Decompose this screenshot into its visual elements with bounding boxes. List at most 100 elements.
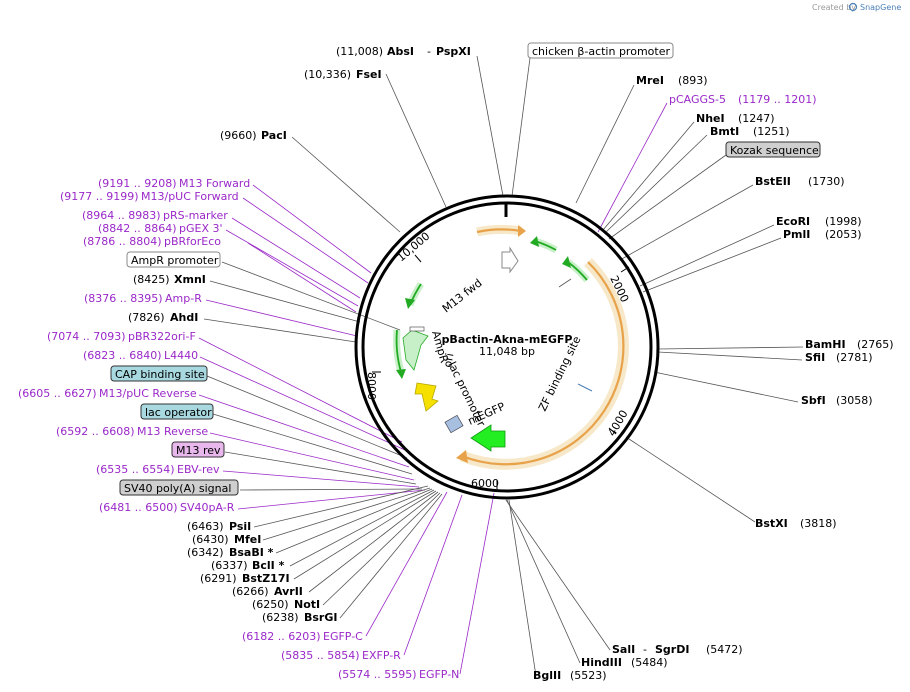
primer-l4440[interactable]: L4440 — [164, 349, 198, 362]
site-position: (6238) — [262, 611, 299, 624]
site-bsteii[interactable]: BstEII — [755, 175, 791, 188]
scale-ticks — [372, 254, 630, 489]
watermark-brand: SnapGene — [860, 3, 901, 12]
feature-box-lac-operator[interactable] — [140, 403, 214, 420]
site-mfei[interactable]: MfeI — [234, 533, 261, 546]
primer-m13-puc-forward[interactable]: M13/pUC Forward — [141, 190, 239, 203]
site-position: (1247) — [738, 112, 775, 125]
site-sali[interactable]: SalI — [612, 643, 635, 656]
feature-sv40-polya-label: SV40 poly(A) signal — [124, 482, 231, 495]
feature-box-cap-binding-site[interactable] — [110, 365, 208, 382]
primer-position: (8964 .. 8983) — [82, 209, 161, 222]
site-avrii[interactable]: AvrII — [274, 585, 303, 598]
site-position: (6430) — [192, 533, 229, 546]
site-nhei[interactable]: NheI — [696, 112, 725, 125]
feature-box-ampr-promoter[interactable] — [126, 251, 221, 268]
feature-box-kozak[interactable] — [725, 141, 821, 158]
primer-position: (6535 .. 6554) — [96, 463, 175, 476]
site-bstxi[interactable]: BstXI — [755, 517, 788, 530]
leader-lines-right — [505, 57, 804, 677]
primer-position: (7074 .. 7093) — [47, 330, 126, 343]
primer-m13-forward[interactable]: M13 Forward — [179, 177, 250, 190]
primer-m13-reverse[interactable]: M13 Reverse — [137, 425, 208, 438]
site-xmni[interactable]: XmnI — [174, 273, 206, 286]
primer-ebv-rev[interactable]: EBV-rev — [177, 463, 220, 476]
primer-exfp-r[interactable]: EXFP-R — [362, 649, 401, 662]
site-position: (6291) — [200, 572, 237, 585]
left-labels: (11,008) AbsI PspXI - (10,336) FseI (966… — [18, 45, 471, 681]
site-position: (6250) — [252, 598, 289, 611]
site-sbfi[interactable]: SbfI — [801, 394, 826, 407]
site-position: (1998) — [825, 215, 862, 228]
feature-chicken-actin-promoter-label: chicken β-actin promoter — [532, 45, 670, 58]
site-bamhi[interactable]: BamHI — [805, 338, 846, 351]
feature-lac-operator-label: lac operator — [145, 406, 212, 419]
lac-operator-block — [444, 414, 464, 434]
chicken-actin-promoter-stroke — [461, 261, 625, 466]
site-position: (10,336) — [304, 68, 351, 81]
site-position: (1730) — [808, 175, 845, 188]
site-position: (893) — [678, 74, 708, 87]
site-bcli[interactable]: BclI * — [252, 559, 285, 572]
site-position: (5472) — [706, 643, 743, 656]
site-bsabi[interactable]: BsaBI * — [229, 546, 274, 559]
primer-position: (9191 .. 9208) — [98, 177, 177, 190]
primer-position: (5574 .. 5595) — [338, 668, 417, 681]
plasmid-name: pBactin-Akna-mEGFP — [442, 333, 573, 346]
primer-pbrforeco[interactable]: pBRforEco — [164, 235, 221, 248]
m13-fwd-feature-arrowhead — [405, 298, 415, 309]
primer-egfp-n[interactable]: EGFP-N — [419, 668, 459, 681]
primer-sv40pa-r[interactable]: SV40pA-R — [180, 501, 235, 514]
megfp-arrow — [470, 424, 506, 452]
site-bstz17i[interactable]: BstZ17I — [242, 572, 290, 585]
site-bsrgi[interactable]: BsrGI — [304, 611, 337, 624]
site-position: (6337) — [211, 559, 248, 572]
watermark-created-by: Created by — [812, 3, 856, 12]
feature-box-sv40-polya[interactable] — [119, 479, 239, 496]
site-bglii[interactable]: BglII — [533, 669, 561, 682]
site-noti[interactable]: NotI — [294, 598, 320, 611]
primer-position: (6481 .. 6500) — [99, 501, 178, 514]
feature-box-m13-rev[interactable] — [171, 441, 225, 458]
primer-prs-marker[interactable]: pRS-marker — [163, 209, 228, 222]
site-pmli[interactable]: PmlI — [783, 228, 810, 241]
site-position: (7826) — [128, 311, 165, 324]
primer-egfp-c[interactable]: EGFP-C — [323, 630, 363, 643]
site-fsei[interactable]: FseI — [356, 68, 382, 81]
site-pspxi[interactable]: PspXI — [436, 45, 471, 58]
site-position: (9660) — [220, 129, 257, 142]
primer-m13-puc-reverse[interactable]: M13/pUC Reverse — [99, 387, 197, 400]
site-ahdi[interactable]: AhdI — [170, 311, 198, 324]
site-position: (3818) — [800, 517, 837, 530]
site-position: (8425) — [133, 273, 170, 286]
primer-amp-r[interactable]: Amp-R — [165, 292, 202, 305]
site-sgrdi[interactable]: SgrDI — [655, 643, 689, 656]
leader-lines-left — [198, 55, 504, 675]
site-hindiii[interactable]: HindIII — [581, 656, 622, 669]
site-paci[interactable]: PacI — [261, 129, 287, 142]
site-position: (5523) — [570, 669, 607, 682]
primer-pgex-3[interactable]: pGEX 3' — [179, 222, 223, 235]
site-position: (2053) — [825, 228, 862, 241]
site-mrei[interactable]: MreI — [636, 74, 664, 87]
promoter-arrowhead-top — [518, 225, 526, 237]
site-ecori[interactable]: EcoRI — [776, 215, 810, 228]
feature-box-chicken-actin-promoter[interactable] — [527, 42, 674, 59]
primer-position: (6182 .. 6203) — [242, 630, 321, 643]
primer-position: (9177 .. 9199) — [60, 190, 139, 203]
primer-pcaggs-5[interactable]: pCAGGS-5 — [669, 93, 726, 106]
site-sfii[interactable]: SfiI — [805, 351, 825, 364]
site-position: (1251) — [753, 125, 790, 138]
site-position: (2765) — [857, 338, 894, 351]
site-bmti[interactable]: BmtI — [710, 125, 739, 138]
right-labels: chicken β-actin promoter MreI (893) pCAG… — [527, 42, 894, 682]
site-psii[interactable]: PsiI — [229, 520, 251, 533]
site-dash: - — [643, 643, 647, 656]
site-absi[interactable]: AbsI — [387, 45, 414, 58]
primer-pbr322ori-f[interactable]: pBR322ori-F — [128, 330, 196, 343]
short-feature-arrowhead-2 — [562, 256, 571, 268]
ampr-gene-arrow — [402, 329, 429, 371]
backbone-outer-strand — [354, 194, 660, 500]
backbone-inner-strand — [361, 201, 653, 493]
